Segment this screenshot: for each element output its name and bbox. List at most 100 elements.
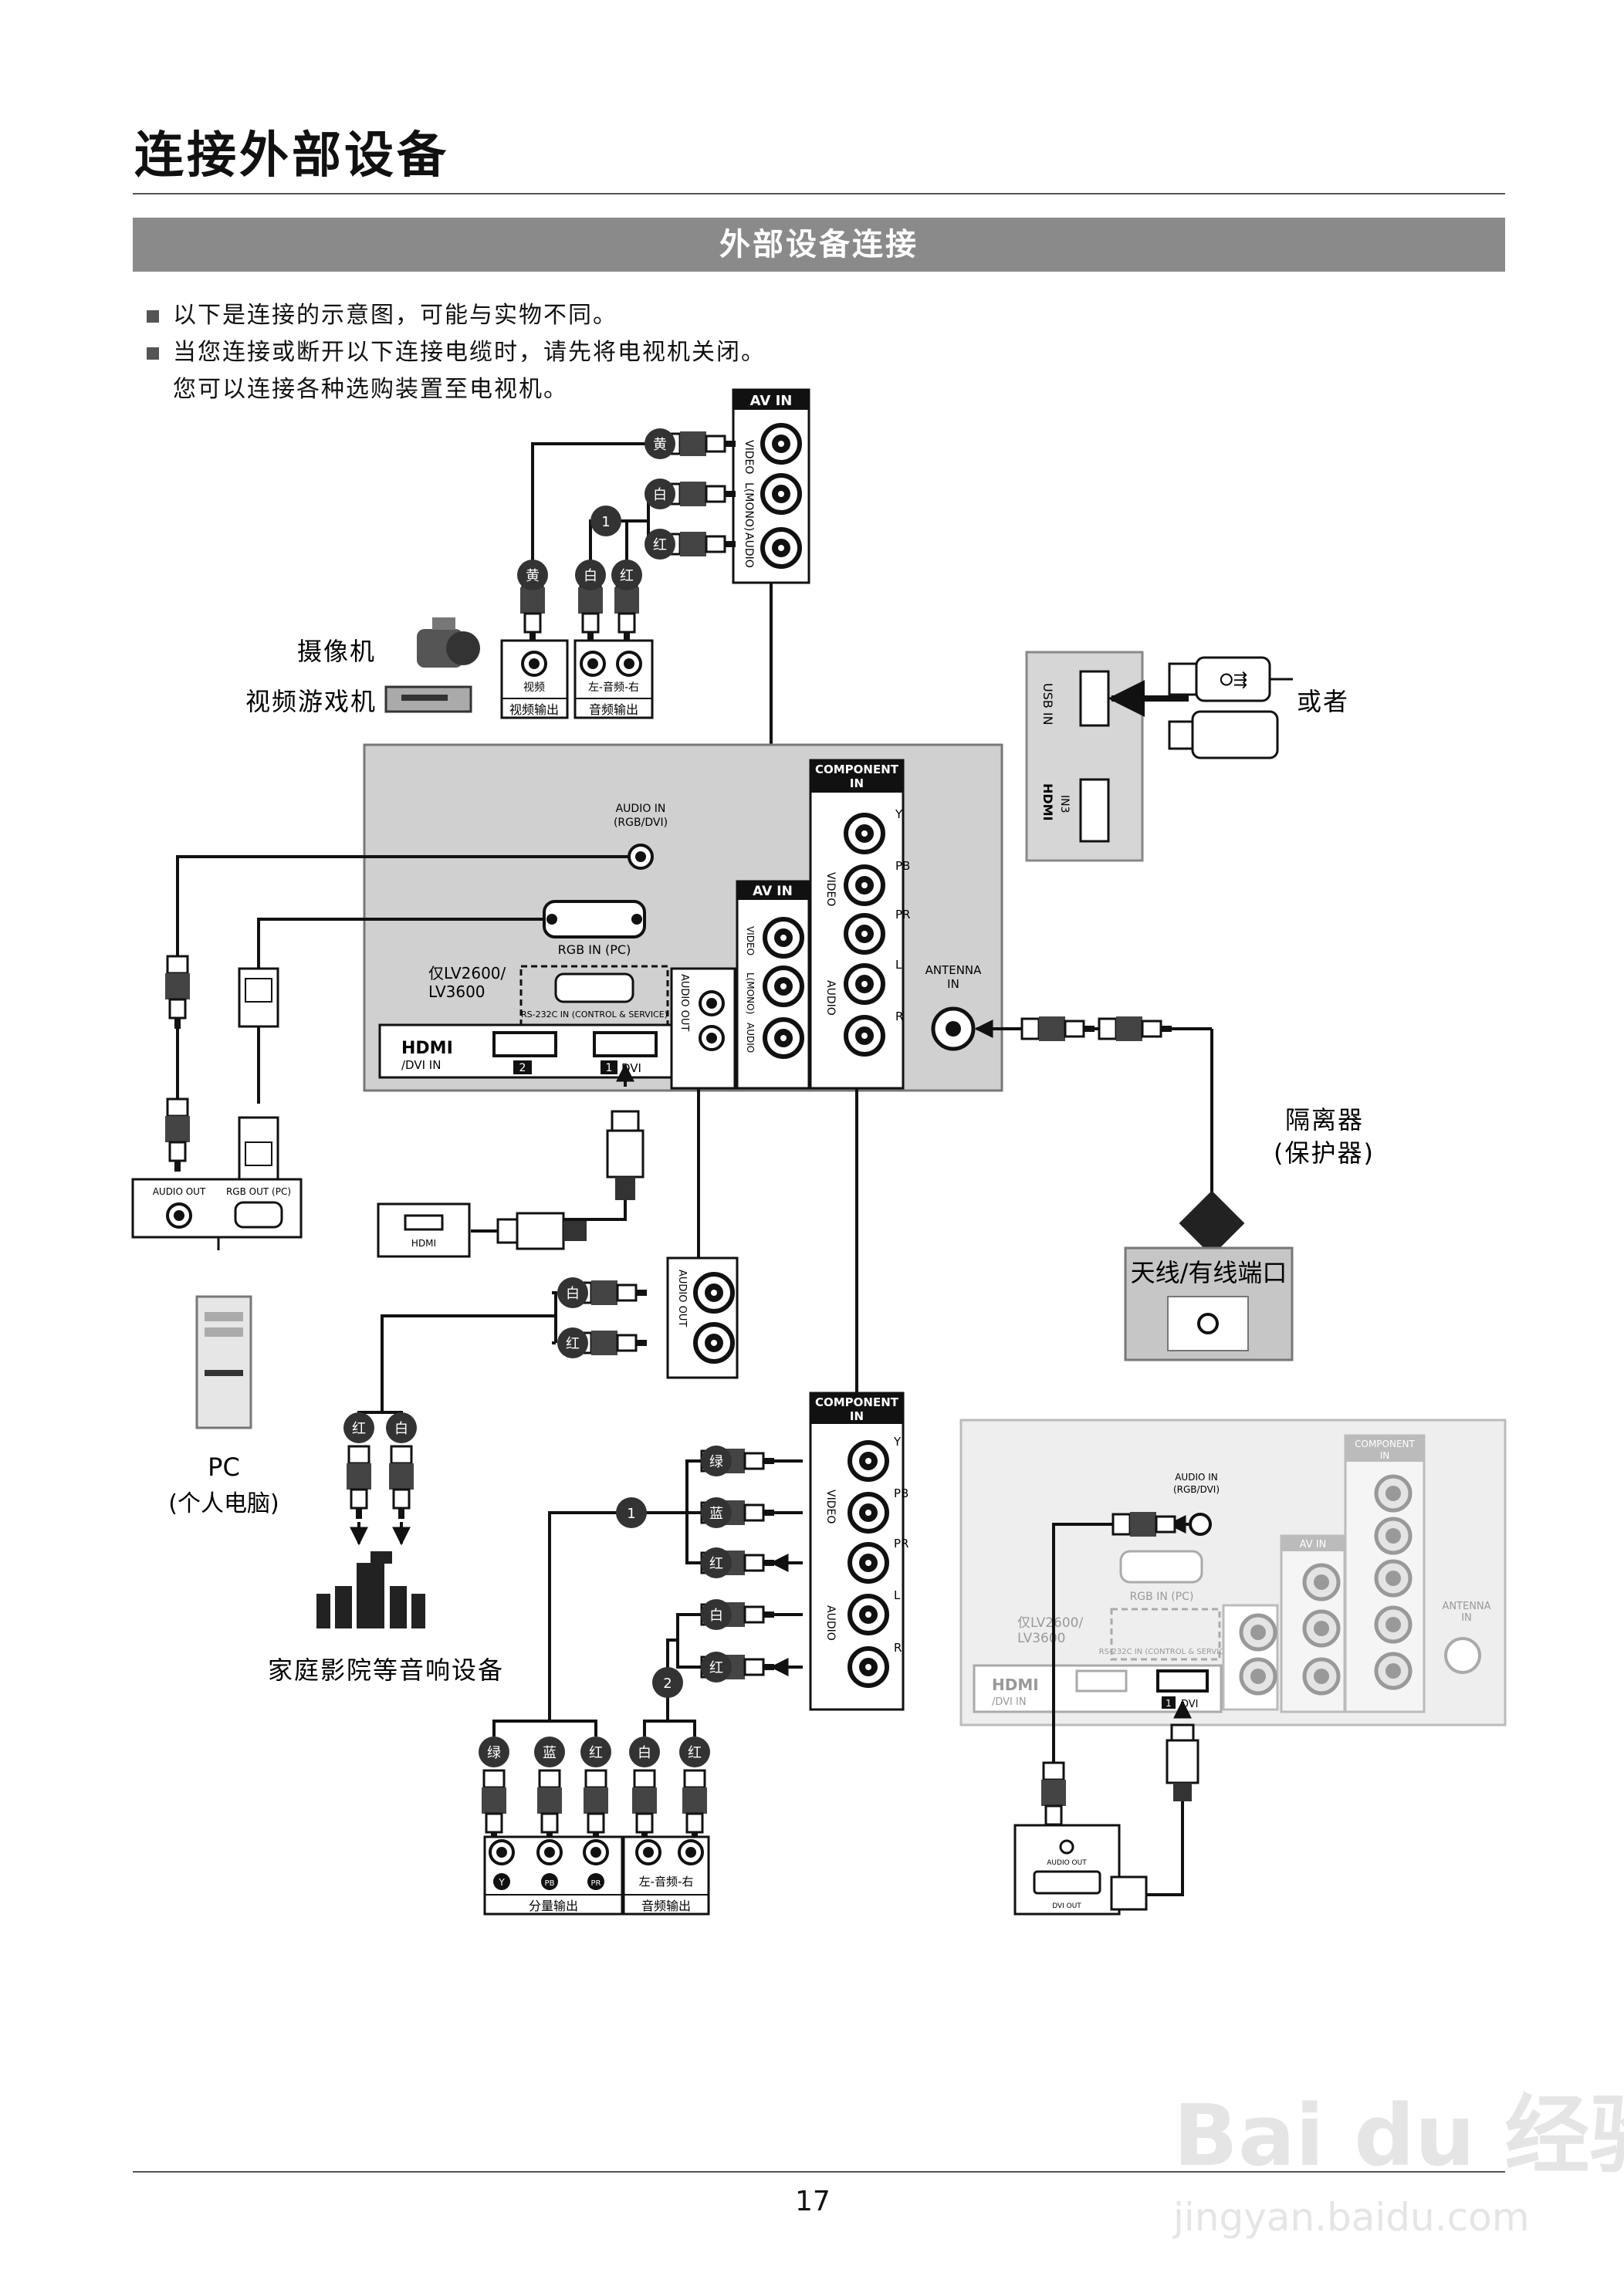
svg-text:左-音频-右: 左-音频-右: [588, 681, 639, 694]
svg-text:/DVI IN: /DVI IN: [992, 1696, 1027, 1708]
svg-text:白: 白: [584, 568, 597, 584]
usb-device-icon: ⭘⇶: [1168, 656, 1293, 702]
svg-text:USB IN: USB IN: [1040, 683, 1055, 725]
svg-text:ANTENNA: ANTENNA: [925, 963, 983, 977]
component-audio-r-jack[interactable]: [846, 1017, 883, 1054]
antenna-port-box: 天线/有线端口: [1124, 1246, 1294, 1361]
hdmi-in3-port[interactable]: [1079, 778, 1110, 843]
hdmi-1-dvi-port[interactable]: [593, 1031, 658, 1057]
audio-r-jack[interactable]: [763, 529, 800, 566]
isolator-sub-label: (保护器): [1274, 1138, 1375, 1168]
svg-text:RGB IN (PC): RGB IN (PC): [1130, 1591, 1194, 1603]
av-in-label: AV IN: [750, 393, 793, 409]
svg-text:白: 白: [653, 487, 667, 503]
camcorder-label: 摄像机: [297, 637, 376, 666]
svg-text:AV IN: AV IN: [753, 884, 793, 899]
lower-component-pb-jack[interactable]: [850, 1494, 887, 1531]
svg-text:AUDIO OUT: AUDIO OUT: [1047, 1859, 1087, 1867]
comp-plug-red-down: [582, 1769, 610, 1845]
home-theater-cables: [357, 1291, 557, 1428]
svg-text:红: 红: [620, 568, 634, 584]
svg-text:AUDIO OUT: AUDIO OUT: [153, 1186, 206, 1197]
bullet-icon: [147, 309, 159, 323]
svg-text:VIDEO: VIDEO: [824, 872, 837, 906]
audio-in-rgb-jack[interactable]: [628, 844, 654, 870]
svg-text:(RGB/DVI): (RGB/DVI): [1173, 1484, 1220, 1495]
component-y-jack[interactable]: [846, 815, 883, 852]
comp-plug-green-down: [480, 1769, 508, 1845]
game-console-icon: [384, 685, 472, 713]
faded-hdmi-1-port[interactable]: [1156, 1669, 1209, 1693]
svg-text:绿: 绿: [709, 1454, 723, 1470]
lower-component-l-jack[interactable]: [850, 1596, 887, 1633]
hdmi-device-box: HDMI: [377, 1202, 471, 1258]
svg-text:绿: 绿: [487, 1745, 501, 1761]
lower-component-r-jack[interactable]: [850, 1649, 887, 1686]
svg-text:PR: PR: [895, 908, 910, 922]
svg-text:PB: PB: [895, 859, 910, 873]
svg-text:RS-232C IN (CONTROL & SERVICE): RS-232C IN (CONTROL & SERVICE): [521, 1009, 668, 1020]
mid-audio-l-jack[interactable]: [765, 968, 802, 1005]
video-jack[interactable]: [763, 425, 800, 462]
svg-text:视频输出: 视频输出: [509, 702, 559, 717]
svg-text:红: 红: [653, 537, 667, 553]
svg-text:Y: Y: [893, 1435, 902, 1449]
svg-text:AUDIO: AUDIO: [745, 1023, 756, 1053]
or-label: 或者: [1297, 687, 1349, 716]
av-in-panel-top: AV IN VIDEO L(MONO) AUDIO: [732, 388, 810, 584]
component-pr-jack[interactable]: [846, 915, 883, 952]
comp-plug-blue-down: [536, 1769, 563, 1845]
svg-text:HDMI: HDMI: [1040, 783, 1055, 821]
svg-text:VIDEO: VIDEO: [745, 926, 756, 955]
rs232-port[interactable]: [554, 972, 634, 1003]
svg-text:红: 红: [566, 1336, 580, 1352]
audio-out-r-jack[interactable]: [695, 1324, 732, 1361]
usb-port[interactable]: [1079, 670, 1110, 727]
pc-sub-label: (个人电脑): [168, 1490, 279, 1517]
svg-text:白: 白: [709, 1608, 723, 1624]
vga-plug-top: [238, 967, 279, 1028]
svg-text:RGB OUT (PC): RGB OUT (PC): [226, 1186, 291, 1197]
svg-text:1: 1: [606, 1062, 613, 1074]
rgb-in-port[interactable]: [543, 900, 646, 938]
pc-label: PC: [208, 1453, 240, 1482]
ht-plug-red-down: [345, 1445, 373, 1520]
audio-out-l-jack[interactable]: [695, 1274, 732, 1311]
mid-video-jack[interactable]: [765, 919, 802, 956]
lower-component-y-jack[interactable]: [850, 1442, 887, 1480]
faded-audio-in-jack[interactable]: [1189, 1513, 1212, 1536]
tv-rear-panel-faded: AUDIO IN (RGB/DVI) RGB IN (PC) RS-232C I…: [959, 1419, 1507, 1726]
component-output-panel: Y PB PR 分量输出 左-音频-右 音频输出: [483, 1835, 710, 1916]
audio-out-panel: AUDIO OUT: [666, 1256, 739, 1379]
svg-text:左-音频-右: 左-音频-右: [639, 1875, 694, 1889]
svg-text:R: R: [895, 1009, 903, 1023]
svg-text:2: 2: [663, 1676, 672, 1692]
svg-text:COMPONENT: COMPONENT: [1355, 1439, 1415, 1449]
component-pb-jack[interactable]: [846, 867, 883, 904]
tv-audio-out-r-jack[interactable]: [699, 1025, 725, 1051]
speaker-set-icon: [316, 1551, 425, 1628]
mid-audio-r-jack[interactable]: [765, 1020, 802, 1057]
svg-text:仅LV2600/: 仅LV2600/: [1017, 1615, 1083, 1631]
svg-text:白: 白: [566, 1286, 580, 1302]
svg-text:(RGB/DVI): (RGB/DVI): [614, 817, 668, 829]
lower-component-pr-jack[interactable]: [850, 1544, 887, 1581]
color-badges-top: 黄 白 红 1: [590, 428, 675, 560]
audio-label: AUDIO: [743, 533, 755, 568]
video-label: VIDEO: [743, 440, 755, 474]
hdmi-dvi-plug: [1166, 1723, 1199, 1801]
ht-arrows: [350, 1522, 411, 1546]
audio-l-jack[interactable]: [763, 475, 800, 512]
footer-divider: [133, 2171, 1505, 2173]
svg-text:视频: 视频: [523, 681, 545, 694]
hdmi-2-port[interactable]: [492, 1031, 557, 1057]
tv-audio-out-l-jack[interactable]: [699, 990, 725, 1016]
svg-text:1: 1: [627, 1506, 635, 1522]
ht-color-badges: 白 红 红 白: [343, 1277, 588, 1443]
svg-text:分量输出: 分量输出: [529, 1899, 578, 1913]
color-badges-down: 黄 白 红: [517, 560, 642, 590]
component-audio-l-jack[interactable]: [846, 966, 883, 1003]
svg-text:音频输出: 音频输出: [641, 1899, 691, 1913]
isolator-icon: [1179, 1190, 1245, 1256]
